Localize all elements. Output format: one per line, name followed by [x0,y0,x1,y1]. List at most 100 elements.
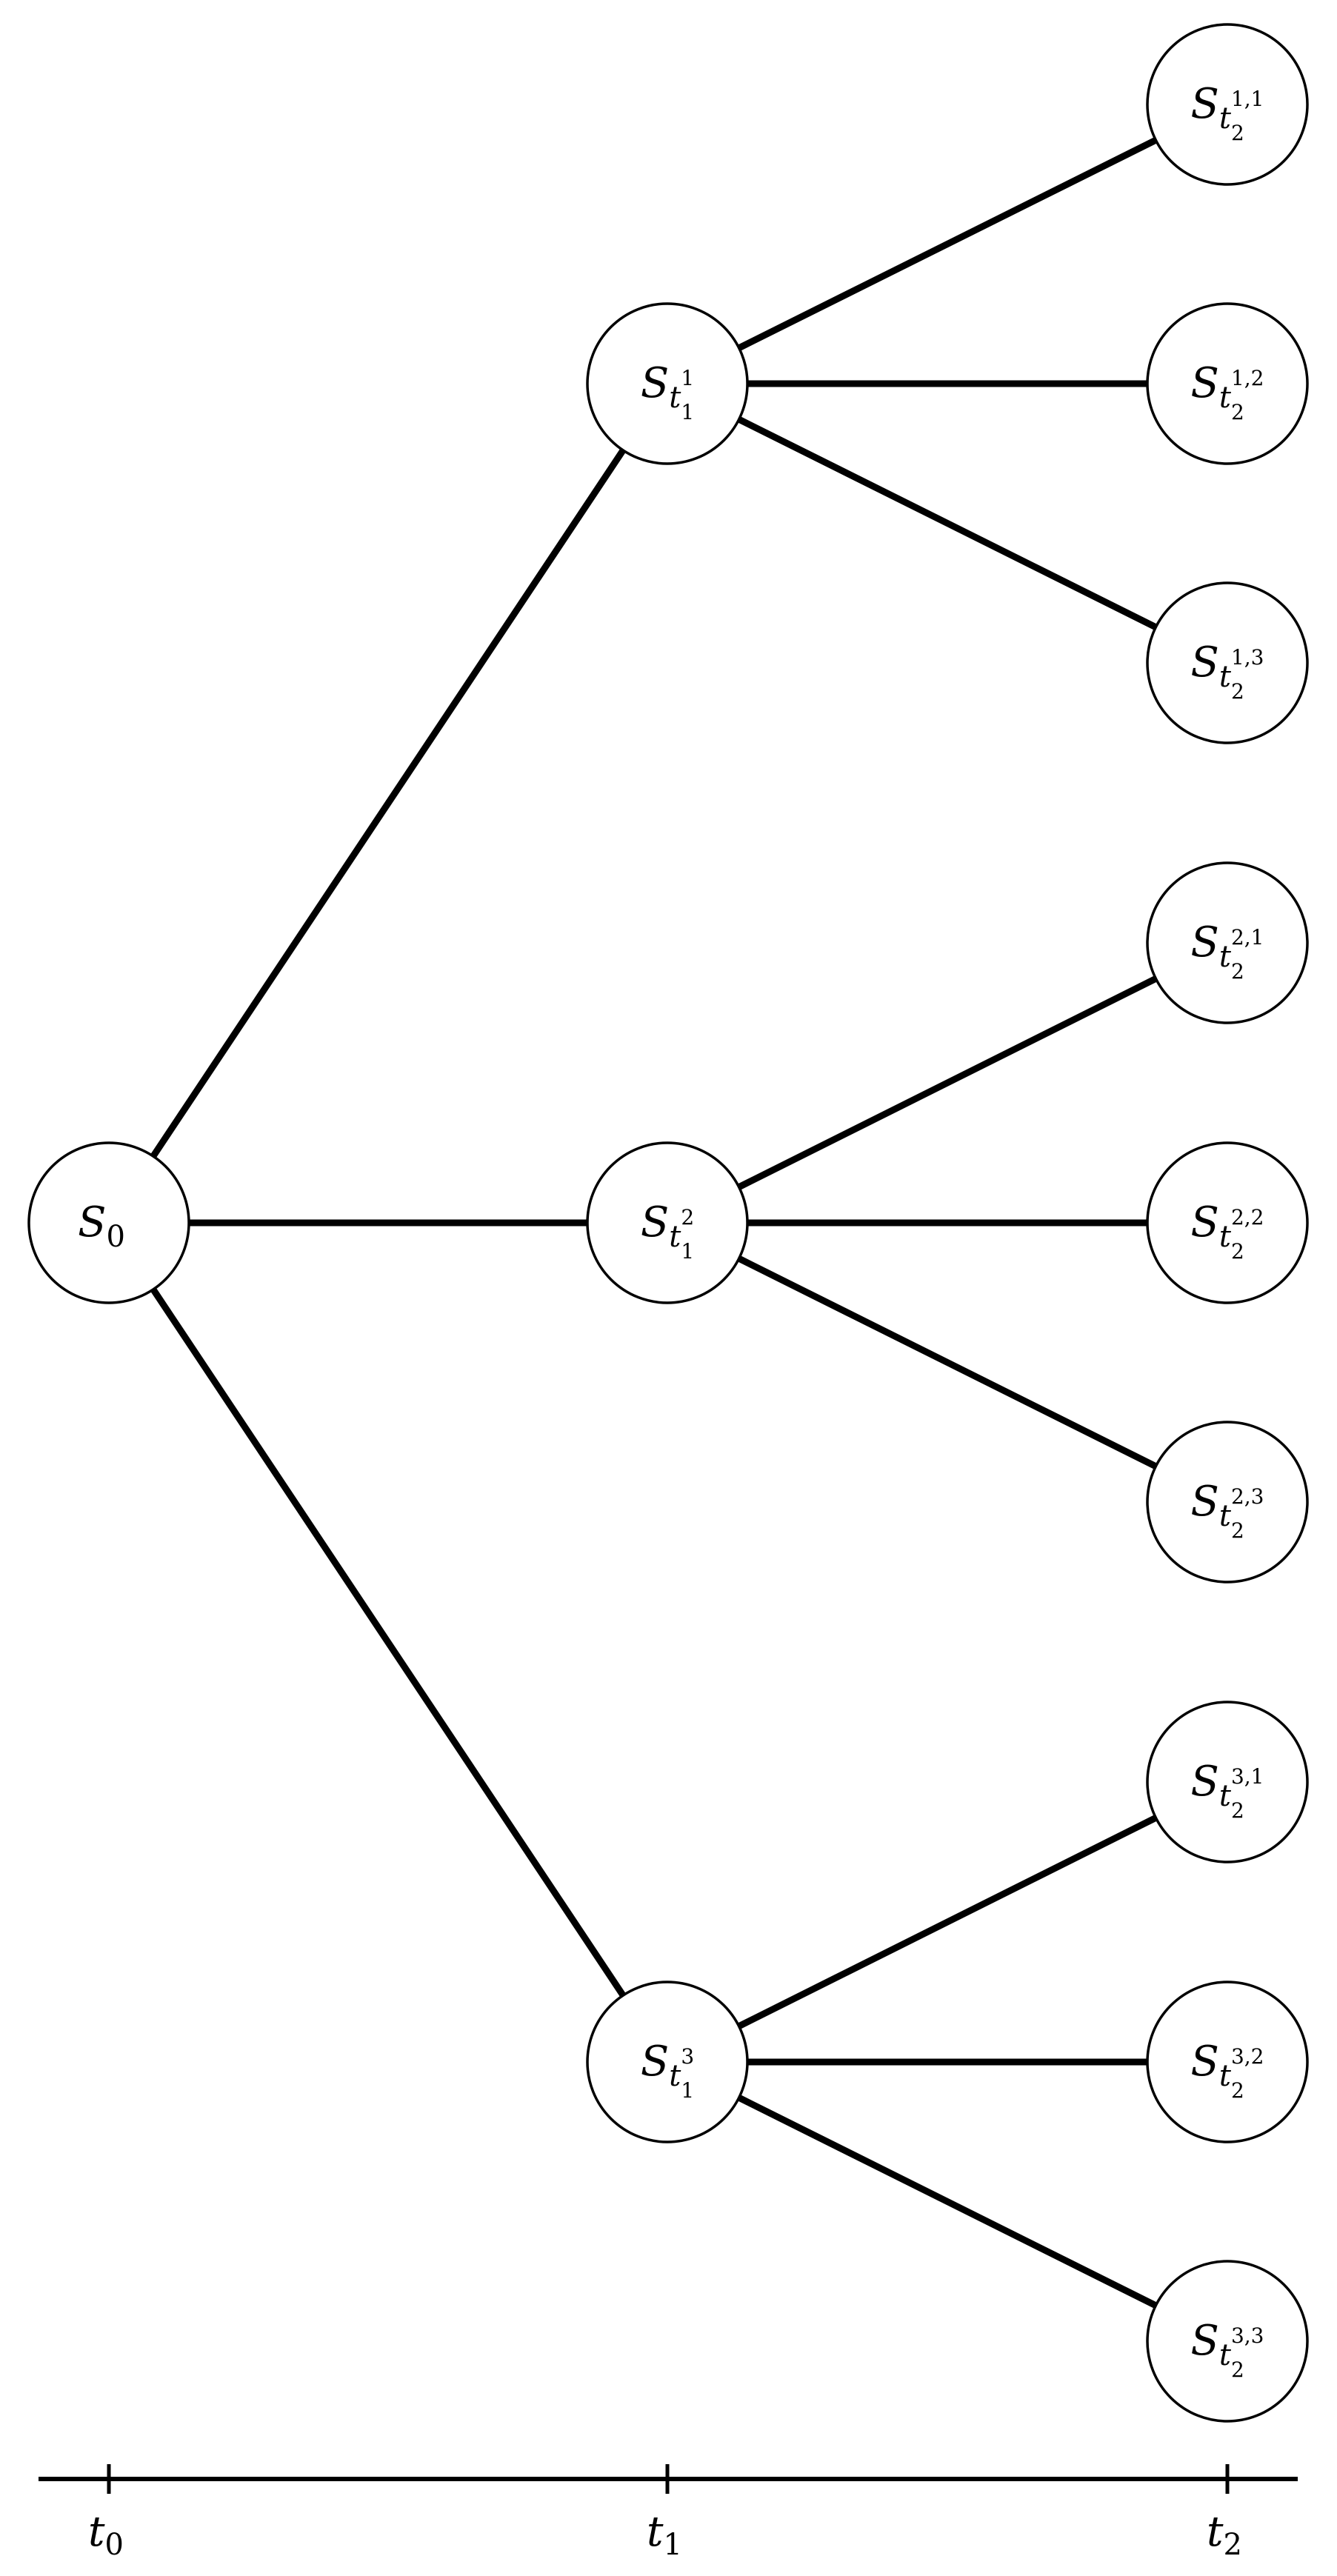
node-base: S [1191,2038,1219,2086]
node-superscript: 3,3 [1231,2323,1264,2348]
node-base: S [641,359,669,407]
node-time-index: 2 [1231,679,1244,704]
svg-text:St1,12: St1,1 2 [1191,80,1264,145]
node-l2-1-1: St1,1 2 [1146,23,1309,186]
svg-text:St2,12: St2,12 [1191,918,1264,984]
edge-l1-2-to-l2-3 [737,1255,1158,1469]
node-time-index: 1 [681,400,694,424]
svg-text:St1,32: St1,3 2 [1191,638,1264,704]
node-time-symbol: t [669,2059,681,2093]
node-subscript: 0 [106,1220,124,1254]
node-time-index: 1 [681,2078,694,2103]
node-time-index: 2 [1231,2078,1244,2103]
node-l2-2-2: St2,2 2 [1146,1141,1309,1304]
node-time-symbol: t [1219,940,1232,974]
svg-text:St3,32: St3,3 2 [1191,2317,1264,2382]
node-time-index: 2 [1231,2358,1244,2382]
edge-l1-3-to-l2-3 [737,2095,1158,2309]
node-l2-3-1: St3,1 2 [1146,1701,1309,1863]
node-circle [1146,1701,1309,1863]
node-circle [1146,861,1309,1024]
node-base: S [1191,80,1219,128]
node-superscript: 2,3 [1231,1484,1264,1509]
node-superscript: 2,2 [1231,1205,1264,1229]
node-superscript: 1 [681,366,694,390]
node-superscript: 1,1 [1231,87,1264,111]
node-circle [586,1981,749,2143]
node-base: S [1191,1758,1219,1806]
node-time-symbol: t [669,381,681,415]
node-circle [1146,1141,1309,1304]
node-superscript: 3,2 [1231,2044,1264,2069]
edge-l1-1-to-l2-1 [737,137,1158,351]
node-superscript: 3 [681,2044,694,2069]
node-base: S [1191,1198,1219,1247]
tick-label-subscript: 2 [1224,2528,1242,2562]
node-circle [1146,23,1309,186]
node-base: S [1191,638,1219,687]
node-time-index: 2 [1231,1239,1244,1264]
node-superscript: 3,1 [1231,1764,1264,1789]
node-l2-1-2: St1,2 2 [1146,302,1309,465]
node-circle [1146,1981,1309,2143]
node-time-symbol: t [1219,1779,1232,1813]
node-base: S [641,2038,669,2086]
node-time-index: 2 [1231,400,1244,424]
node-circle [1146,1421,1309,1584]
node-base: S [1191,1478,1219,1526]
node-time-index: 2 [1231,959,1244,984]
axis-tick-label: t1 [647,2508,682,2562]
node-circle [1146,2260,1309,2423]
edge-l1-2-to-l2-1 [737,975,1158,1190]
tick-label-base: t [88,2508,105,2556]
node-circle [27,1141,190,1304]
svg-text:S0: S0 [78,1198,125,1254]
tick-label-base: t [1207,2508,1224,2556]
node-superscript: 2 [681,1205,694,1229]
node-base: S [1191,918,1219,967]
node-l2-3-2: St3,2 2 [1146,1981,1309,2143]
node-circle [586,302,749,465]
edge-root-to-l1-3 [150,1287,626,1998]
node-time-symbol: t [1219,101,1232,136]
tick-label-subscript: 1 [664,2528,682,2562]
tick-label-subscript: 0 [105,2528,124,2562]
edge-l1-3-to-l2-1 [737,1815,1158,2029]
node-circle [586,1141,749,1304]
axis-tick-label: t0 [88,2508,124,2562]
tree-edges [150,137,1158,2309]
node-base: S [1191,2317,1219,2365]
node-l1-1: St1 1 [586,302,749,465]
node-time-symbol: t [1219,2338,1232,2372]
node-l1-3: St3 1 [586,1981,749,2143]
node-superscript: 1,3 [1231,645,1264,670]
node-base: S [641,1198,669,1247]
node-base: S [1191,359,1219,407]
node-superscript: 1,2 [1231,366,1264,390]
node-l2-1-3: St1,3 2 [1146,581,1309,744]
svg-text:St3,22: St3,2 2 [1191,2038,1264,2103]
node-time-symbol: t [1219,2059,1232,2093]
axis-tick-label: t2 [1207,2508,1242,2562]
node-circle [1146,302,1309,465]
node-base: S [78,1198,106,1247]
node-time-index: 2 [1231,1518,1244,1543]
node-time-symbol: t [1219,660,1232,694]
node-time-symbol: t [1219,1499,1232,1533]
node-time-symbol: t [669,1220,681,1254]
svg-text:St2,22: St2,2 2 [1191,1198,1264,1264]
node-l2-2-3: St2,3 2 [1146,1421,1309,1584]
edge-l1-1-to-l2-3 [737,416,1158,630]
node-time-symbol: t [1219,1220,1232,1254]
svg-text:St3,12: St3,1 2 [1191,1758,1264,1823]
node-time-symbol: t [1219,381,1232,415]
edge-root-to-l1-1 [150,448,626,1158]
node-time-index: 2 [1231,1798,1244,1823]
node-time-index: 2 [1231,121,1244,145]
